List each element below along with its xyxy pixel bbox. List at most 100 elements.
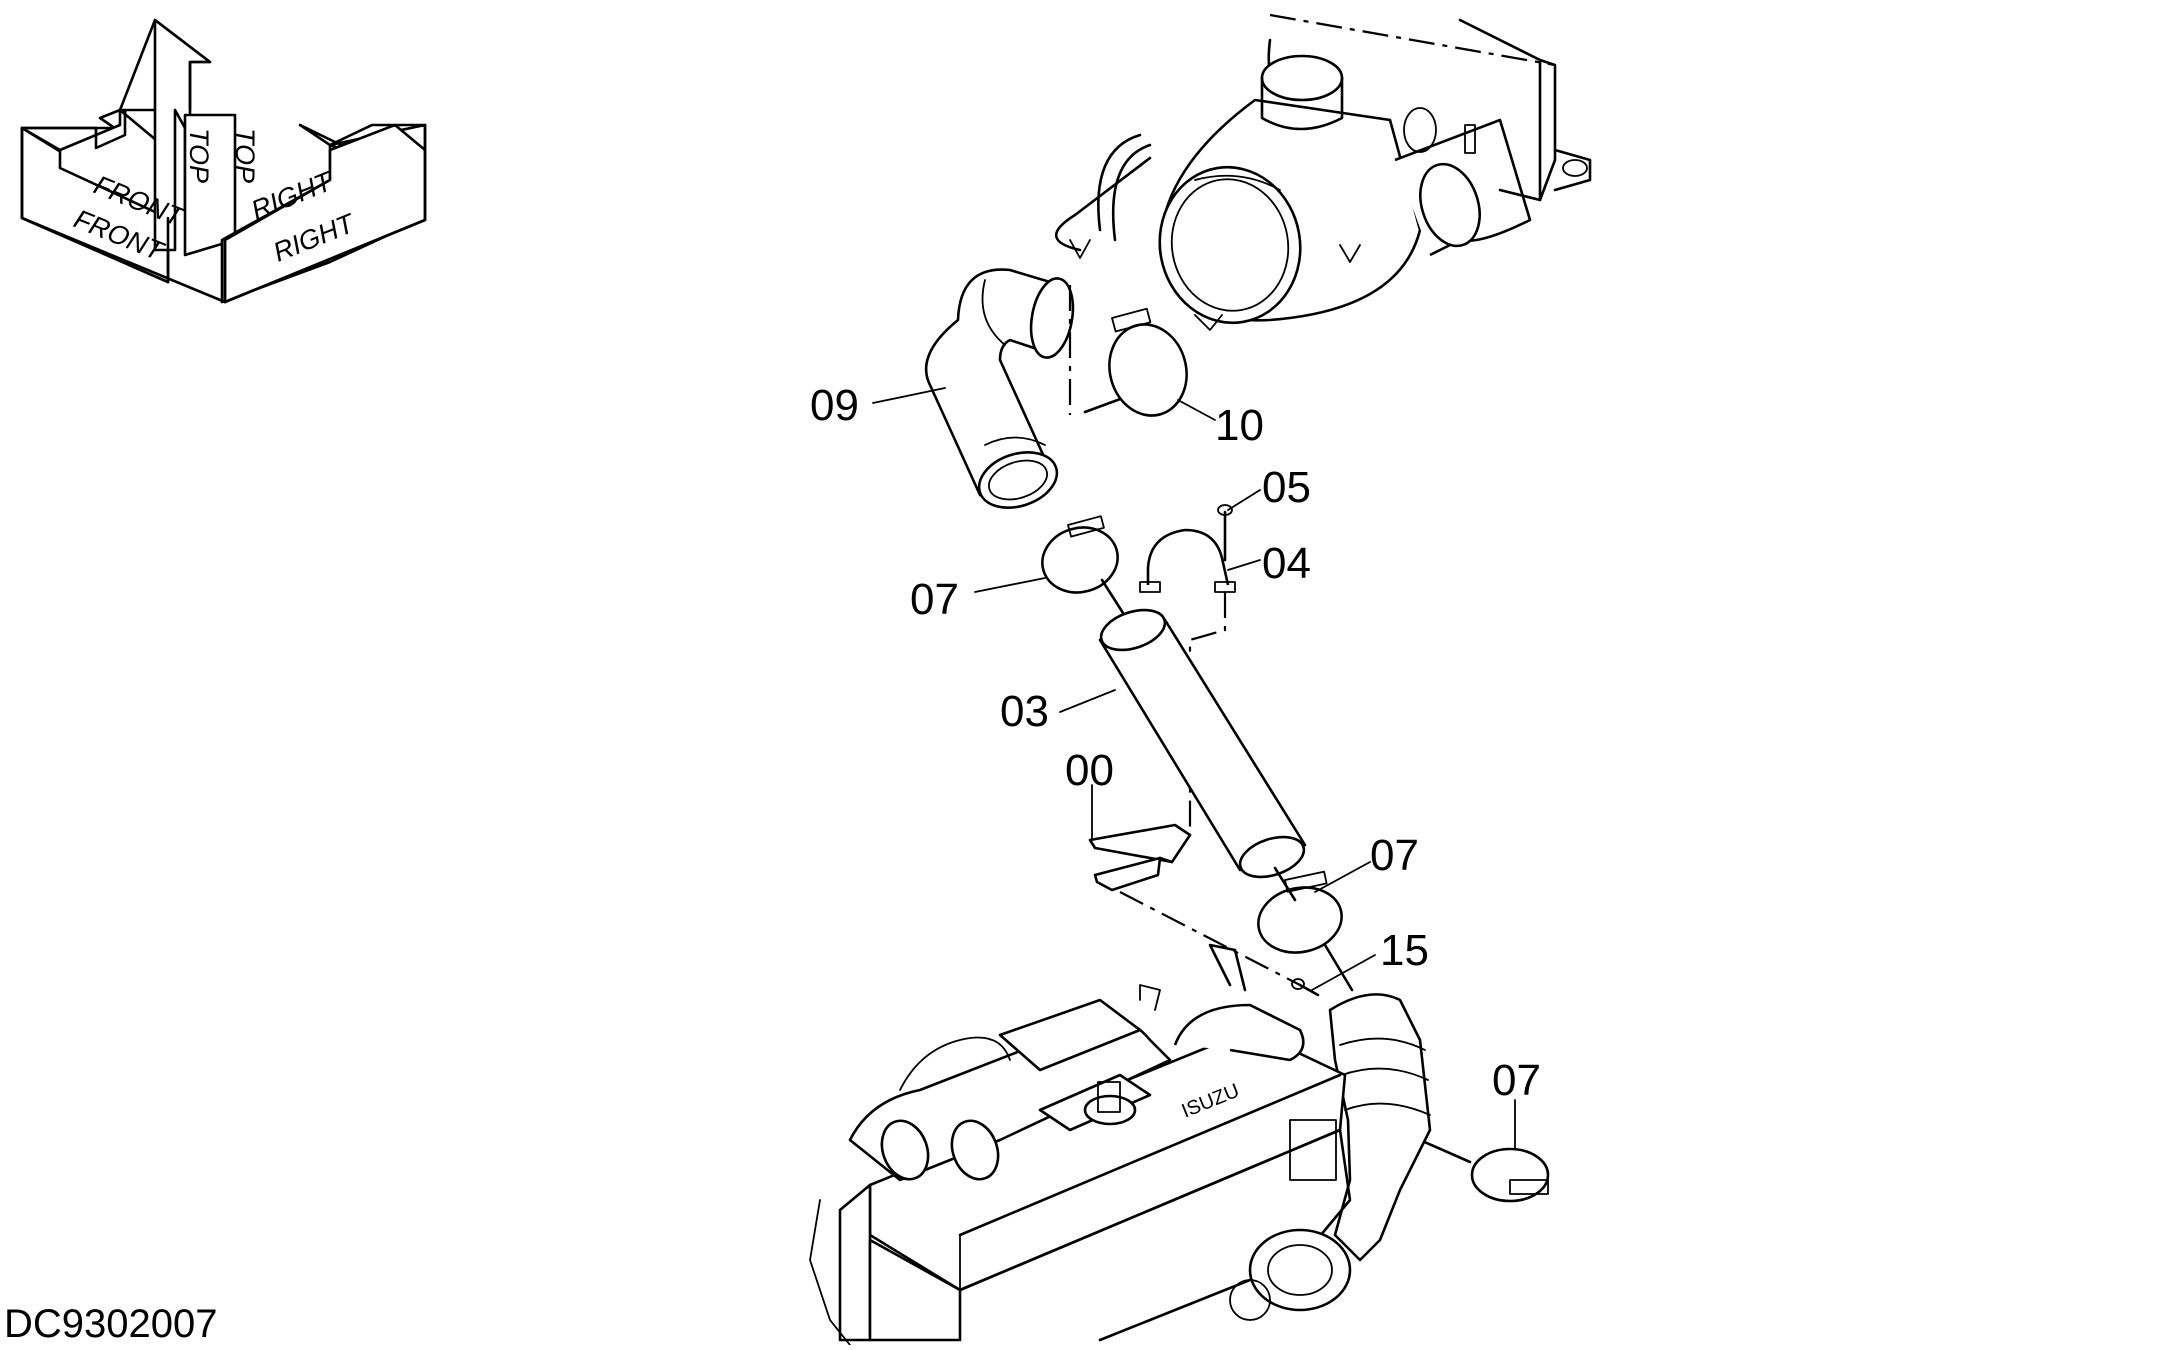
bolt-15-head xyxy=(1291,978,1305,990)
callout-labels: 09 10 05 04 07 03 00 07 15 07 xyxy=(810,381,1541,1105)
u-bracket-04 xyxy=(1139,528,1236,593)
right-arrow-head xyxy=(328,123,427,147)
clamp-07-lower-screw xyxy=(1509,1179,1549,1195)
turbo-hose-rib-1 xyxy=(1339,1037,1426,1051)
bracket-00-foot xyxy=(1093,856,1162,892)
elbow-hose-upper-end xyxy=(1029,277,1075,359)
callout-07-lower: 07 xyxy=(1492,1056,1541,1105)
turbo-hose-rib-2 xyxy=(1341,1067,1429,1081)
pipe-03 xyxy=(1098,578,1307,879)
clamp-pipe-guide xyxy=(1273,866,1297,902)
leader-07a xyxy=(974,577,1046,593)
turbo-hose-rib-3 xyxy=(1344,1102,1431,1116)
mount-bracket-hole xyxy=(1562,159,1588,177)
pipe-03-top-end xyxy=(1099,608,1167,652)
air-cleaner-left-rim xyxy=(1097,133,1142,232)
air-cleaner-left-rim-2 xyxy=(1111,143,1152,242)
intake-stack-body xyxy=(1260,76,1344,131)
u-bracket-strap xyxy=(1146,528,1230,586)
canister-foot-2 xyxy=(1194,314,1223,331)
injector-rail xyxy=(998,998,1142,1072)
engine-block: ISUZU xyxy=(809,943,1432,1346)
clamp-07-middle-band xyxy=(1257,886,1343,954)
clamp-10 xyxy=(1108,307,1188,417)
valve-cover-ridge xyxy=(958,1073,1342,1237)
u-bracket-foot-left xyxy=(1139,581,1161,593)
clamp-hose-guide xyxy=(1323,943,1354,992)
elbow-hose-lower-end xyxy=(977,451,1059,509)
oil-filler-neck xyxy=(1097,1081,1121,1113)
intake-elbow xyxy=(1173,1003,1305,1062)
clamp-07-lower-band xyxy=(1470,1147,1550,1203)
air-cleaner-end-cap-ring xyxy=(1170,178,1290,312)
clamp-07-upper-screw xyxy=(1067,515,1105,538)
turbocharger-inner xyxy=(1267,1244,1333,1296)
air-cleaner-left-housing xyxy=(1054,156,1152,252)
bracket-guide-dash xyxy=(1188,592,1227,830)
block-front-face xyxy=(838,1183,872,1342)
callout-00: 00 xyxy=(1065,746,1114,795)
air-cleaner-assembly xyxy=(1054,13,1592,331)
leader-05 xyxy=(1227,489,1261,511)
block-right-face xyxy=(958,1128,1352,1342)
air-cleaner-band xyxy=(1194,174,1281,191)
callout-15: 15 xyxy=(1380,926,1429,975)
clamp-07-upper xyxy=(1041,515,1119,594)
callout-07-middle: 07 xyxy=(1370,831,1419,880)
elbow-hose-09 xyxy=(924,268,1075,509)
bracket-00 xyxy=(1088,823,1192,892)
sensor-body xyxy=(1464,124,1476,154)
leader-09 xyxy=(872,387,946,404)
callout-03: 03 xyxy=(1000,687,1049,736)
elbow-hose-lower-inner xyxy=(988,459,1048,501)
clamp-07-middle xyxy=(1257,870,1343,954)
callout-07-upper: 07 xyxy=(910,575,959,624)
leader-04 xyxy=(1227,559,1261,571)
bracket-engine-dash xyxy=(1119,891,1301,986)
outlet-pipe-opening xyxy=(1419,162,1481,248)
block-side-curve xyxy=(809,1199,851,1346)
leader-lines xyxy=(872,387,1516,1149)
side-cover xyxy=(1289,1119,1337,1181)
mount-bracket-outline xyxy=(1458,18,1557,202)
clamp-10-band xyxy=(1108,323,1188,417)
leader-03 xyxy=(1059,689,1116,713)
top-label-right: TOP xyxy=(230,128,260,183)
canister-foot-1 xyxy=(1069,239,1091,259)
belt-pulley xyxy=(1229,1279,1271,1321)
bolt-15 xyxy=(1291,978,1320,997)
manifold-port-1 xyxy=(880,1119,930,1181)
clamp-10-screw xyxy=(1111,307,1152,333)
leader-15 xyxy=(1311,954,1376,991)
elbow-hose-bend-line xyxy=(981,279,1006,346)
leader-07b xyxy=(1314,861,1371,893)
bolt-05-head xyxy=(1217,504,1233,516)
callout-05: 05 xyxy=(1262,463,1311,512)
canister-foot-3 xyxy=(1339,244,1361,263)
drawing-code: DC9302007 xyxy=(4,1302,218,1345)
leader-10 xyxy=(1177,399,1216,421)
callout-04: 04 xyxy=(1262,539,1311,588)
front-arrow-head xyxy=(20,108,127,150)
turbo-inlet-hose xyxy=(1328,993,1432,1262)
wiring-harness xyxy=(899,1036,1011,1091)
elbow-hose-rib xyxy=(984,436,1046,446)
manifold-port-2 xyxy=(950,1119,1000,1181)
mount-bracket-foot xyxy=(1553,148,1592,192)
pipe-upper-guide xyxy=(1100,578,1125,615)
mount-dashed-line xyxy=(1269,13,1556,67)
intake-bracket xyxy=(1208,943,1247,992)
block-left-face xyxy=(868,1238,962,1342)
outlet-clamp xyxy=(1403,107,1437,153)
callout-09: 09 xyxy=(810,381,859,430)
clamp-07-lower xyxy=(1470,1147,1550,1203)
air-cleaner-end-cap xyxy=(1158,165,1302,325)
wiring-connector xyxy=(1139,984,1161,1011)
bracket-00-edge xyxy=(1158,856,1174,864)
bolt-05 xyxy=(1217,504,1233,562)
orientation-icon: FRONT FRONT TOP TOP RIGHT RIGHT xyxy=(20,18,427,304)
top-label-left: TOP xyxy=(184,128,214,183)
callout-10: 10 xyxy=(1215,401,1264,450)
